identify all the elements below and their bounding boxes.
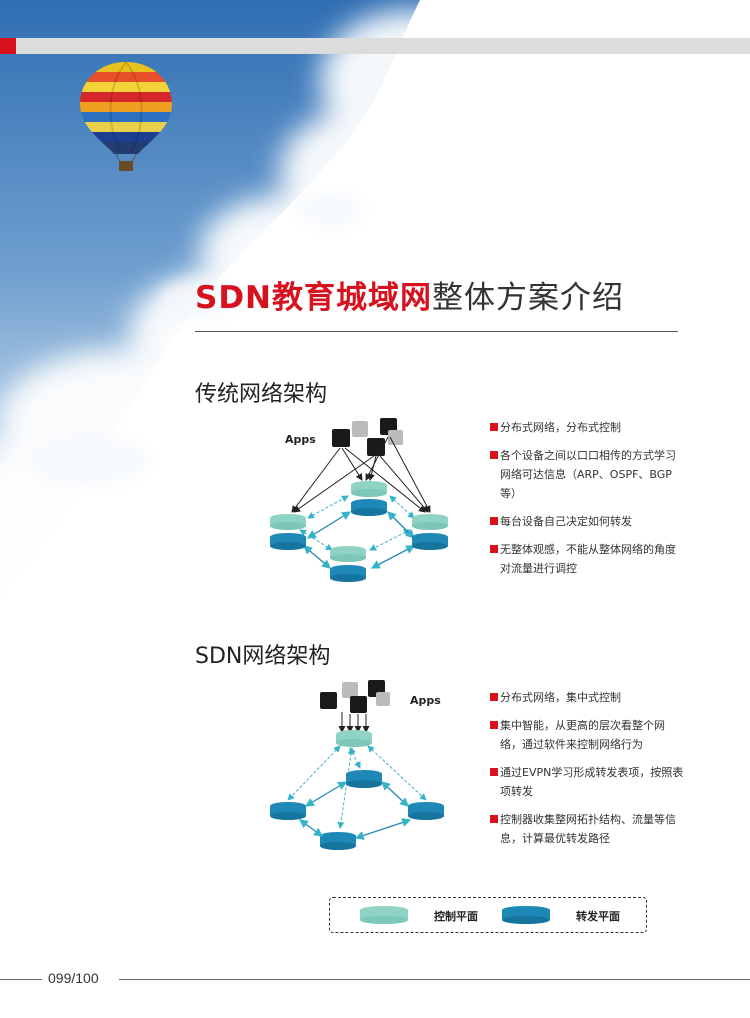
legend-forwarding-label: 转发平面 (576, 910, 620, 923)
traditional-heading: 传统网络架构 (195, 382, 328, 407)
app-icon (352, 421, 368, 437)
forward-device-bottom (320, 832, 356, 850)
bullet-square-icon (490, 451, 498, 459)
sdn-bullets: 分布式网络，集中式控制 集中智能，从更高的层次看整个网络，通过软件来控制网络行为… (490, 688, 685, 857)
page-title: SDN教育城域网整体方案介绍 (195, 272, 624, 317)
top-bar-accent (0, 38, 16, 54)
sdn-network-diagram: Apps (270, 680, 444, 850)
list-item: 通过EVPN学习形成转发表项，按照表项转发 (490, 763, 685, 801)
bullet-square-icon (490, 693, 498, 701)
list-item: 分布式网络，集中式控制 (490, 688, 685, 707)
controller-device (336, 730, 372, 747)
list-item: 无整体观感，不能从整体网络的角度对流量进行调控 (490, 540, 685, 578)
legend-control-label: 控制平面 (434, 910, 478, 923)
app-icon (332, 429, 350, 447)
title-highlight: SDN教育城域网 (195, 280, 433, 316)
forwarding-plane-icon (502, 906, 550, 924)
list-item: 集中智能，从更高的层次看整个网络，通过软件来控制网络行为 (490, 716, 685, 754)
footer-rule-right (119, 979, 750, 980)
traditional-network-diagram: Apps (270, 418, 448, 582)
traditional-bullets: 分布式网络，分布式控制 各个设备之间以口口相传的方式学习网络可达信息（ARP、O… (490, 418, 685, 587)
device-right (412, 514, 448, 550)
forward-device-right (408, 802, 444, 820)
app-icon (367, 438, 385, 456)
forward-device-top (346, 770, 382, 788)
bullet-square-icon (490, 545, 498, 553)
device-top (351, 481, 387, 516)
bullet-square-icon (490, 815, 498, 823)
footer-rule-left (0, 979, 42, 980)
bullet-square-icon (490, 517, 498, 525)
app-icon (342, 682, 358, 698)
title-divider (195, 331, 678, 332)
bullet-square-icon (490, 721, 498, 729)
forward-device-left (270, 802, 306, 820)
title-rest: 整体方案介绍 (432, 280, 625, 316)
list-item: 各个设备之间以口口相传的方式学习网络可达信息（ARP、OSPF、BGP等） (490, 446, 685, 503)
bullet-square-icon (490, 768, 498, 776)
device-bottom (330, 546, 366, 582)
legend: 控制平面 转发平面 (329, 897, 647, 933)
sdn-apps-label: Apps (410, 694, 441, 707)
app-icon (350, 696, 367, 713)
list-item: 每台设备自己决定如何转发 (490, 512, 685, 531)
page-number: 099/100 (48, 970, 99, 986)
sdn-heading: SDN网络架构 (195, 644, 331, 669)
traditional-apps-label: Apps (285, 433, 316, 446)
device-left (270, 514, 306, 550)
list-item: 控制器收集整网拓扑结构、流量等信息，计算最优转发路径 (490, 810, 685, 848)
app-icon (320, 692, 337, 709)
bullet-square-icon (490, 423, 498, 431)
top-bar (0, 38, 750, 54)
hot-air-balloon-icon (80, 62, 172, 171)
list-item: 分布式网络，分布式控制 (490, 418, 685, 437)
app-icon (376, 692, 390, 706)
control-plane-icon (360, 906, 408, 924)
